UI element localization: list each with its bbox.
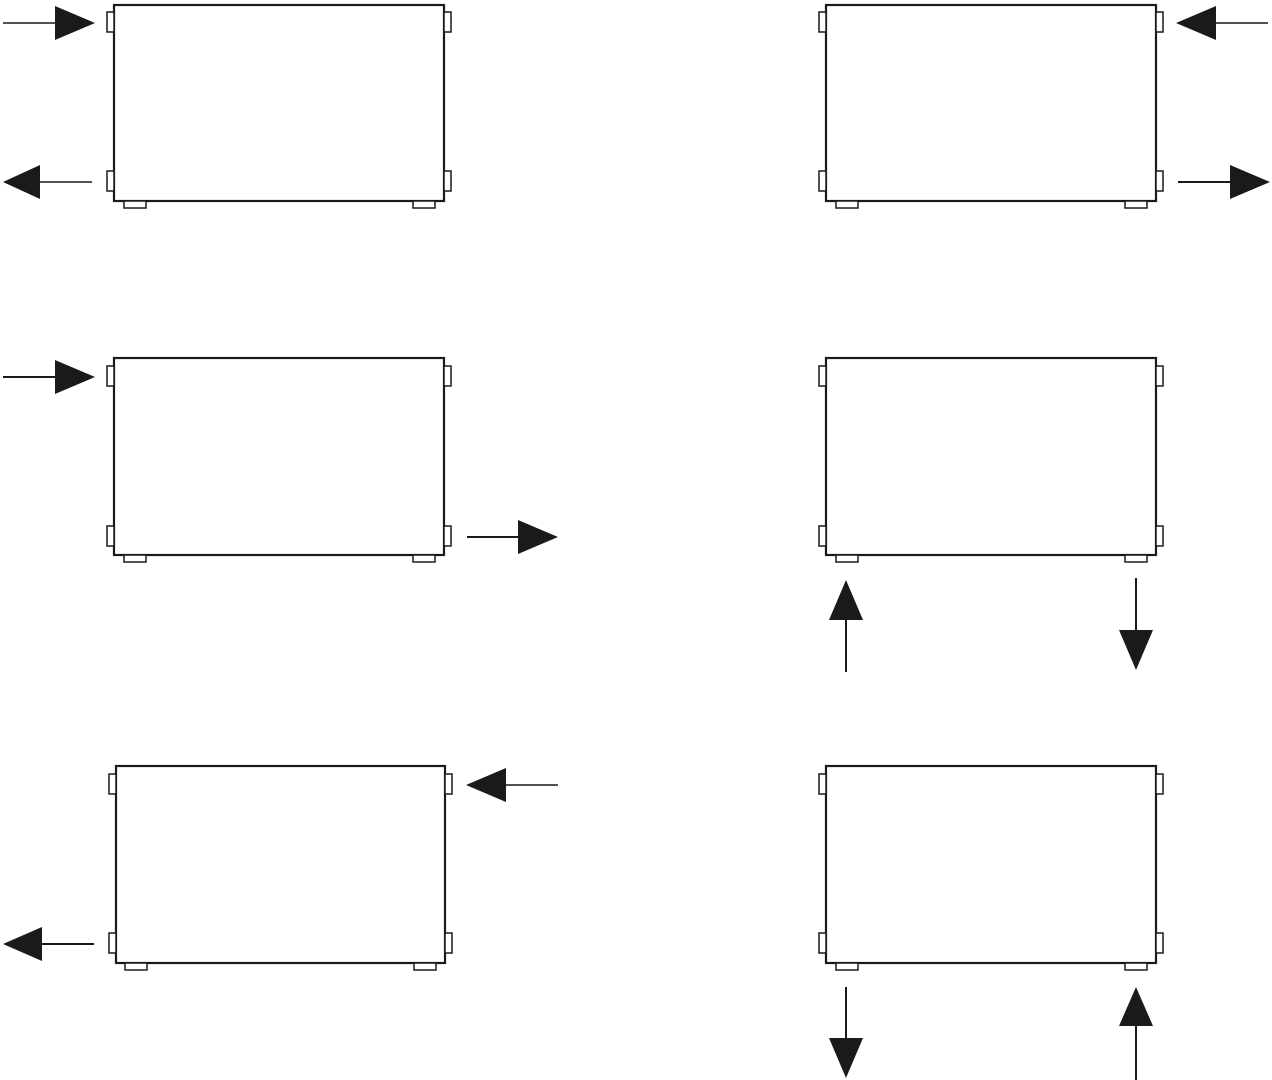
foot-left [835, 554, 859, 563]
arrow-in-icon [466, 768, 558, 802]
port-lower-left [106, 525, 115, 547]
port-upper-right [444, 773, 453, 795]
foot-right [1124, 200, 1148, 209]
arrow-in-icon [829, 580, 863, 672]
foot-right [413, 962, 437, 971]
port-upper-right [1155, 11, 1164, 33]
foot-right [1124, 962, 1148, 971]
foot-left [123, 200, 147, 209]
port-lower-right [443, 525, 452, 547]
radiator-body [112, 3, 446, 203]
arrow-in-icon [3, 6, 95, 40]
foot-left [124, 962, 148, 971]
port-lower-right [444, 932, 453, 954]
port-upper-left [818, 773, 827, 795]
radiator-middle-left [3, 356, 558, 563]
port-lower-right [1155, 932, 1164, 954]
radiator-body [824, 3, 1158, 203]
radiator-body [824, 764, 1158, 965]
arrow-in-icon [1119, 987, 1153, 1080]
port-upper-left [106, 11, 115, 33]
arrow-out-icon [1119, 578, 1153, 670]
port-lower-left [108, 932, 117, 954]
port-upper-right [1155, 773, 1164, 795]
arrow-in-icon [1176, 6, 1268, 40]
radiator-bottom-left [3, 764, 558, 971]
radiator-body [112, 356, 446, 557]
foot-left [835, 962, 859, 971]
radiator-top-left [3, 3, 452, 209]
arrow-in-icon [3, 360, 95, 394]
arrow-out-icon [3, 927, 94, 961]
port-upper-left [106, 365, 115, 387]
port-lower-left [818, 525, 827, 547]
foot-left [123, 554, 147, 563]
port-upper-left [108, 773, 117, 795]
port-lower-left [106, 170, 115, 192]
arrow-out-icon [829, 987, 863, 1078]
port-upper-right [443, 11, 452, 33]
foot-right [412, 200, 436, 209]
radiator-top-right [818, 3, 1270, 209]
port-upper-right [1155, 365, 1164, 387]
foot-right [1124, 554, 1148, 563]
radiator-bottom-right [818, 764, 1164, 1080]
port-lower-left [818, 170, 827, 192]
radiator-body [824, 356, 1158, 557]
arrow-out-icon [3, 165, 92, 199]
port-upper-right [443, 365, 452, 387]
foot-right [412, 554, 436, 563]
arrow-out-icon [1178, 165, 1270, 199]
port-lower-left [818, 932, 827, 954]
radiator-middle-right [818, 356, 1164, 672]
port-lower-right [1155, 170, 1164, 192]
port-upper-left [818, 365, 827, 387]
port-lower-right [1155, 525, 1164, 547]
port-upper-left [818, 11, 827, 33]
arrow-out-icon [467, 520, 558, 554]
port-lower-right [443, 170, 452, 192]
foot-left [835, 200, 859, 209]
radiator-body [114, 764, 447, 965]
